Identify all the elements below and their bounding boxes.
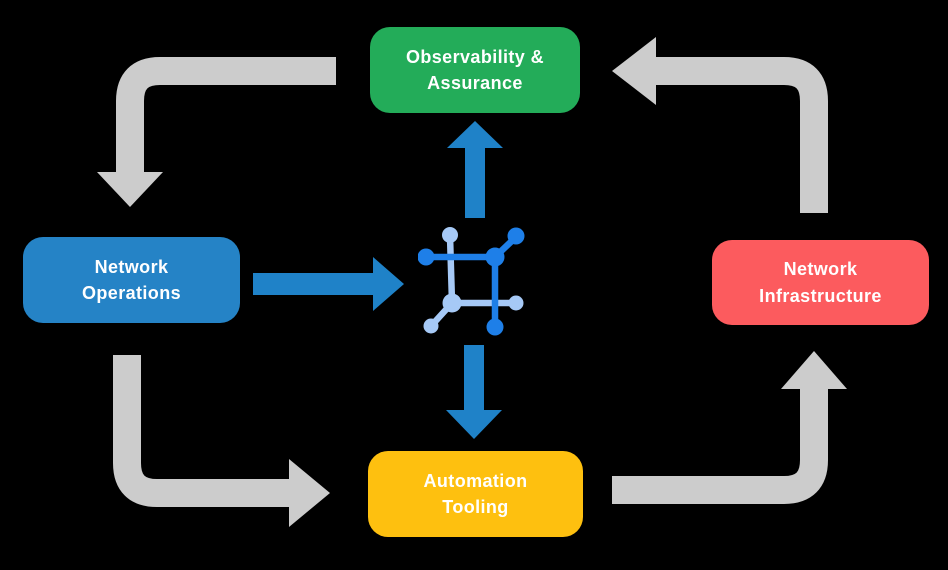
gray-arrows-group xyxy=(97,37,847,527)
network-mesh-icon-light-parts xyxy=(423,227,524,334)
arrowhead-operations-to-center xyxy=(373,257,404,311)
arrowhead-automation-to-infrastructure xyxy=(781,351,847,389)
arrowhead-operations-to-automation xyxy=(289,459,330,527)
arrowhead-center-to-observability xyxy=(447,121,503,148)
blue-arrows-group xyxy=(253,121,503,439)
arrowhead-center-to-automation xyxy=(446,410,502,439)
network-mesh-icon-dark-parts xyxy=(418,227,525,336)
arrow-automation-to-infrastructure xyxy=(612,389,828,504)
arrow-infrastructure-to-observability xyxy=(656,57,828,213)
arrow-observability-to-operations xyxy=(116,57,336,172)
node-operations-label: Network Operations xyxy=(81,256,182,303)
node-automation-tooling: Automation Tooling xyxy=(368,451,583,537)
node-observability-assurance: Observability & Assurance xyxy=(370,27,580,113)
arrow-center-to-observability xyxy=(465,146,485,218)
arrowhead-infrastructure-to-observability xyxy=(612,37,656,105)
arrowhead-observability-to-operations xyxy=(97,172,163,207)
arrow-operations-to-center xyxy=(253,273,375,295)
network-mesh-icon xyxy=(418,227,525,336)
arrow-center-to-automation xyxy=(464,345,484,411)
node-network-operations: Network Operations xyxy=(23,237,240,323)
node-infrastructure-label: Network Infrastructure xyxy=(759,259,882,306)
node-network-infrastructure: Network Infrastructure xyxy=(712,240,929,325)
node-observability-label: Observability & Assurance xyxy=(405,46,545,93)
arrow-operations-to-automation xyxy=(113,355,289,507)
node-automation-label: Automation Tooling xyxy=(423,470,528,517)
